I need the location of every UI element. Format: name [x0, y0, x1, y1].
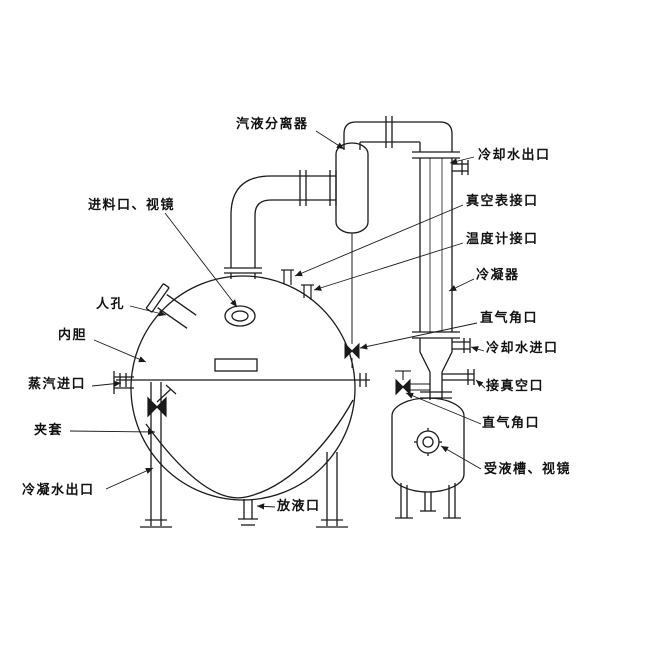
label-jacket: 夹套 [34, 423, 64, 438]
label-drain-port: 放液口 [277, 499, 321, 514]
label-vacuum-gauge-port: 真空表接口 [466, 194, 539, 209]
vacuum-gauge-nozzle [281, 269, 294, 285]
manhole-nozzle [145, 283, 197, 329]
vapor-liquid-separator [335, 142, 369, 234]
label-angle-valve-upper: 直气角口 [480, 311, 539, 326]
left-valve [147, 384, 177, 418]
leader-lines [69, 130, 486, 510]
sphere-legs-and-drains [140, 382, 348, 528]
label-angle-valve-lower: 直气角口 [482, 416, 541, 431]
vapor-pipe [224, 170, 337, 279]
label-cooling-water-inlet: 冷却水进口 [486, 341, 559, 356]
receiver-tank [391, 369, 475, 519]
label-manhole: 人孔 [96, 297, 126, 312]
label-thermometer-port: 温度计接口 [466, 232, 539, 247]
top-pipe-to-condenser [343, 116, 453, 152]
label-cooling-water-outlet: 冷却水出口 [478, 148, 551, 163]
label-vapor-liquid-separator: 汽液分离器 [236, 117, 309, 132]
label-vacuum-port: 接真空口 [486, 379, 545, 394]
label-feed-inlet-sight-glass: 进料口、视镜 [88, 198, 176, 213]
label-condensate-outlet: 冷凝水出口 [22, 483, 95, 498]
thermometer-nozzle [301, 284, 314, 300]
label-condenser: 冷凝器 [476, 268, 520, 283]
reflux-line-angle-valve [344, 233, 360, 368]
label-receiver-sight-glass: 受液槽、视镜 [484, 462, 572, 477]
feed-sight-glass [224, 305, 256, 327]
label-steam-inlet: 蒸汽进口 [28, 377, 87, 392]
label-inner-liner: 内胆 [58, 328, 88, 343]
condenser-column [412, 151, 471, 400]
receiver-inlet-angle-valve [395, 370, 430, 396]
